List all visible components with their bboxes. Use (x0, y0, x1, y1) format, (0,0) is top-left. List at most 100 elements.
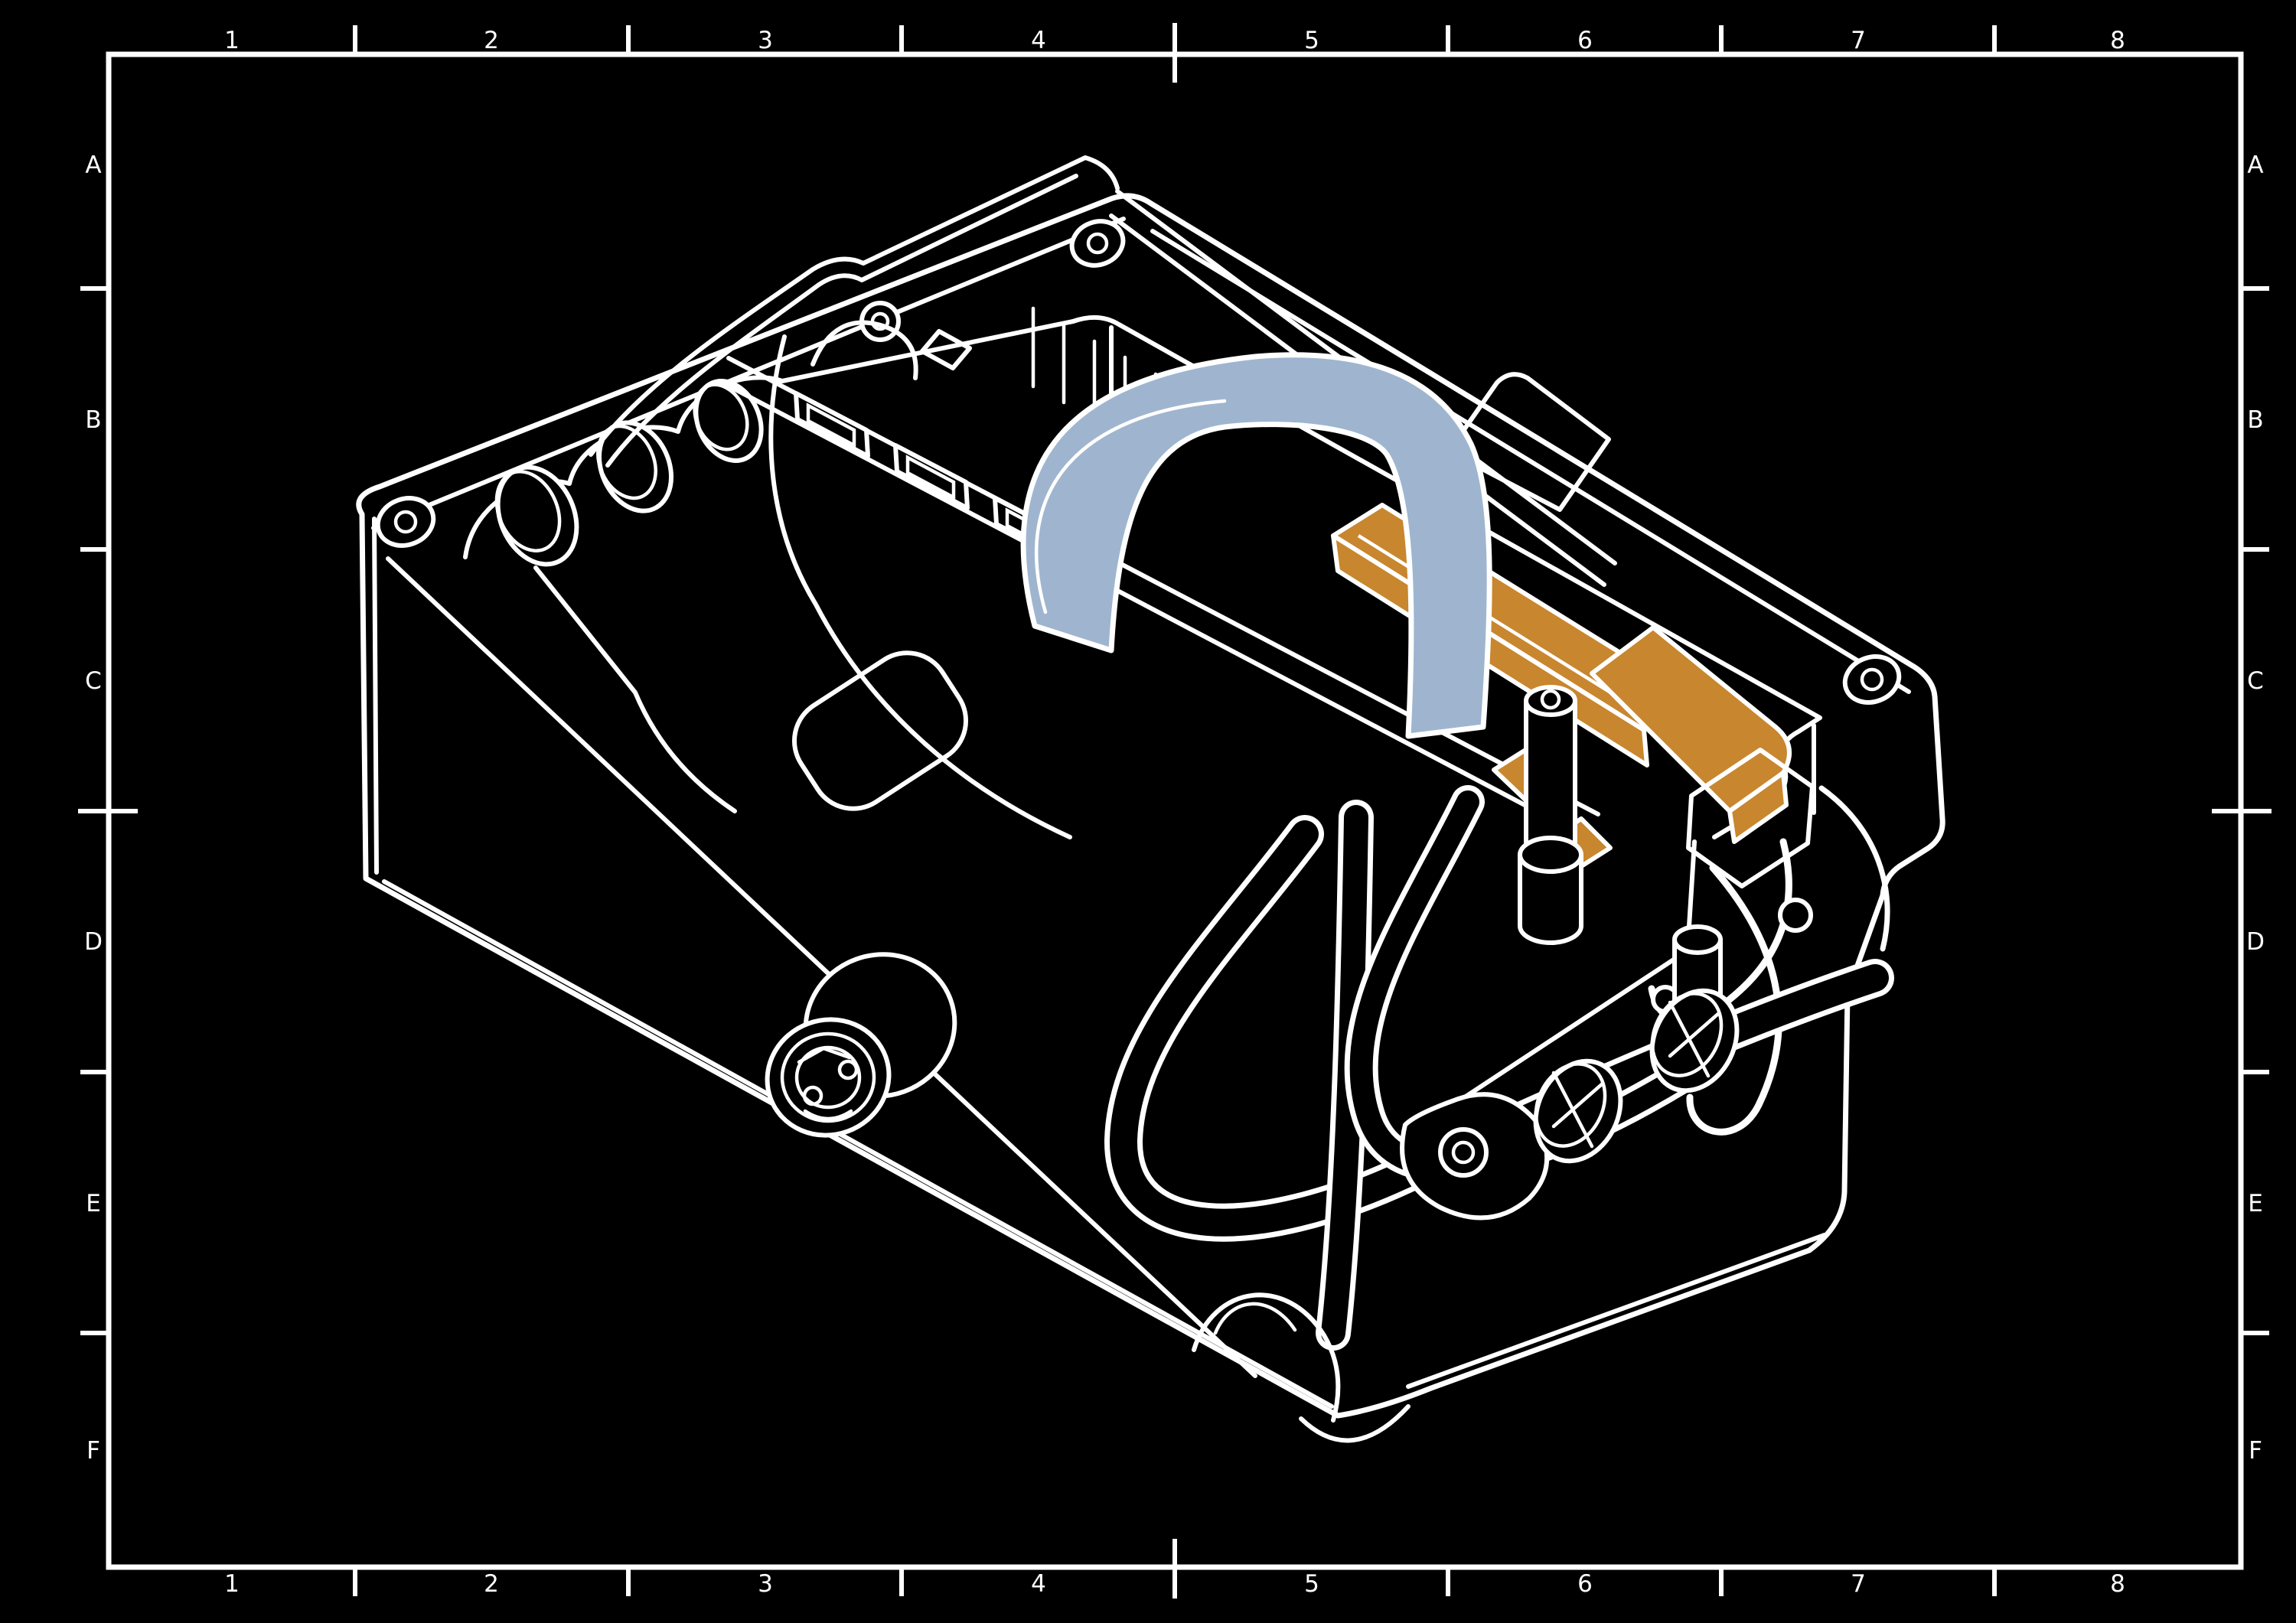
zone-label: B (85, 406, 101, 434)
zone-label: 6 (1577, 27, 1593, 54)
module-dome (791, 650, 969, 811)
column-labels-bottom: 1 2 3 4 5 6 7 8 (224, 1570, 2125, 1598)
front-face-top-edge (386, 556, 1257, 1378)
zone-label: A (2247, 152, 2263, 179)
connector-ring (780, 1031, 876, 1123)
zone-label: 8 (2110, 1570, 2125, 1598)
zone-label: 4 (1031, 27, 1046, 54)
zone-label: 8 (2110, 27, 2125, 54)
corner-foot (1299, 1404, 1411, 1443)
zone-label: 1 (224, 1570, 240, 1598)
module-swoop-edge (768, 334, 1072, 839)
internal-module (533, 334, 1611, 839)
clamp-spring (1818, 785, 1890, 952)
clamp-mechanism (1648, 748, 1890, 1136)
screw-hole-outer (375, 496, 436, 548)
interior-mounting-ear (1400, 1092, 1550, 1221)
zone-label: A (85, 152, 101, 179)
zone-label: E (2248, 1190, 2263, 1217)
zone-label: 7 (1851, 1570, 1866, 1598)
flange-edge-lines (371, 217, 1911, 1409)
screw-hole-inner (1860, 667, 1884, 692)
interior-wall-edge (533, 565, 737, 813)
zone-label: 7 (1851, 27, 1866, 54)
screw-hole-outer (1842, 654, 1902, 705)
screw-hole-outer (1069, 219, 1126, 268)
flange-screw-holes (375, 219, 1902, 705)
bracket-edge (726, 356, 1600, 816)
screw-hole-outer (1438, 1127, 1489, 1178)
connector-slot (794, 391, 870, 458)
clamp-body (1686, 748, 1815, 888)
zone-label: 3 (758, 27, 773, 54)
cable-entry-holes (494, 301, 901, 567)
connector-pin (837, 1059, 859, 1080)
compartment-hump (810, 320, 918, 380)
zone-label: 4 (1031, 1570, 1046, 1598)
port-hole-depth (1534, 1062, 1607, 1148)
connector-latch-front (1727, 771, 1789, 844)
connector-socket (794, 1045, 862, 1110)
zone-label: 6 (1577, 1570, 1593, 1598)
bottom-left-inner-edge (382, 879, 1334, 1409)
circular-connector (765, 952, 957, 1138)
spacer-top (1518, 836, 1583, 874)
zone-label: F (86, 1437, 100, 1465)
flange-thickness-line (1150, 229, 1911, 694)
row-labels-right: A B C D E F (2246, 152, 2265, 1465)
bracket-edge-inner (717, 379, 1588, 839)
slot-inner (905, 455, 956, 500)
zone-label: 2 (484, 1570, 499, 1598)
sheet-frame: 1 2 3 4 5 6 7 8 1 2 3 4 5 6 7 8 A B C D … (78, 23, 2272, 1599)
connector-detail-arc (803, 1109, 853, 1121)
oval-hole-depth (693, 383, 749, 451)
standoff-top (1672, 924, 1723, 955)
connector-keyway (797, 1046, 852, 1064)
port-hole-depth (1650, 992, 1724, 1077)
bottom-features (1192, 1292, 1411, 1443)
screw-hole-inner (1086, 232, 1109, 255)
zone-label: B (2247, 406, 2263, 434)
flange-thickness-line (371, 217, 1126, 530)
bottom-right-inner-edge (1406, 1233, 1827, 1389)
connector-slot (893, 443, 970, 510)
zone-label: 5 (1304, 27, 1319, 54)
connector-housing (1446, 372, 1611, 512)
zone-label: F (2249, 1437, 2262, 1465)
zone-label: 2 (484, 27, 499, 54)
small-tab (920, 329, 972, 370)
zone-label: 1 (224, 27, 240, 54)
zone-label: E (86, 1190, 101, 1217)
standoff-screw (1540, 689, 1561, 710)
zone-label: D (2246, 928, 2265, 956)
connector-front-ring (765, 1017, 892, 1138)
compartment-top-edge-inner (605, 174, 1078, 468)
enclosure-illustration (356, 155, 1945, 1443)
connector-pin (802, 1085, 823, 1106)
zone-ticks (78, 23, 2272, 1599)
ribbon-band (1020, 352, 1492, 739)
standoff-top (1524, 685, 1577, 717)
port-interior-lines (1668, 1000, 1721, 1078)
side-ports (1533, 988, 1740, 1164)
screw-hole-inner (393, 510, 418, 534)
clamp-lever (1686, 864, 1782, 1136)
pivot-pin (1778, 898, 1813, 933)
oval-hole-depth (494, 470, 562, 552)
spacer-body (1518, 855, 1583, 945)
column-labels-top: 1 2 3 4 5 6 7 8 (224, 27, 2125, 54)
screw-hole-inner (1451, 1140, 1476, 1165)
row-labels-left: A B C D E F (84, 152, 103, 1465)
compartment-top-edge (589, 155, 1120, 457)
zone-label: 3 (758, 1570, 773, 1598)
port-interior-lines (1551, 1071, 1605, 1149)
left-wall-inner-edge (372, 517, 379, 875)
standoffs (1518, 685, 1723, 1033)
slot-inner (806, 402, 856, 448)
zone-label: 5 (1304, 1570, 1319, 1598)
zone-label: C (85, 667, 102, 695)
ribbon-cable (1020, 352, 1492, 739)
strain-relief-dome (1192, 1292, 1341, 1423)
